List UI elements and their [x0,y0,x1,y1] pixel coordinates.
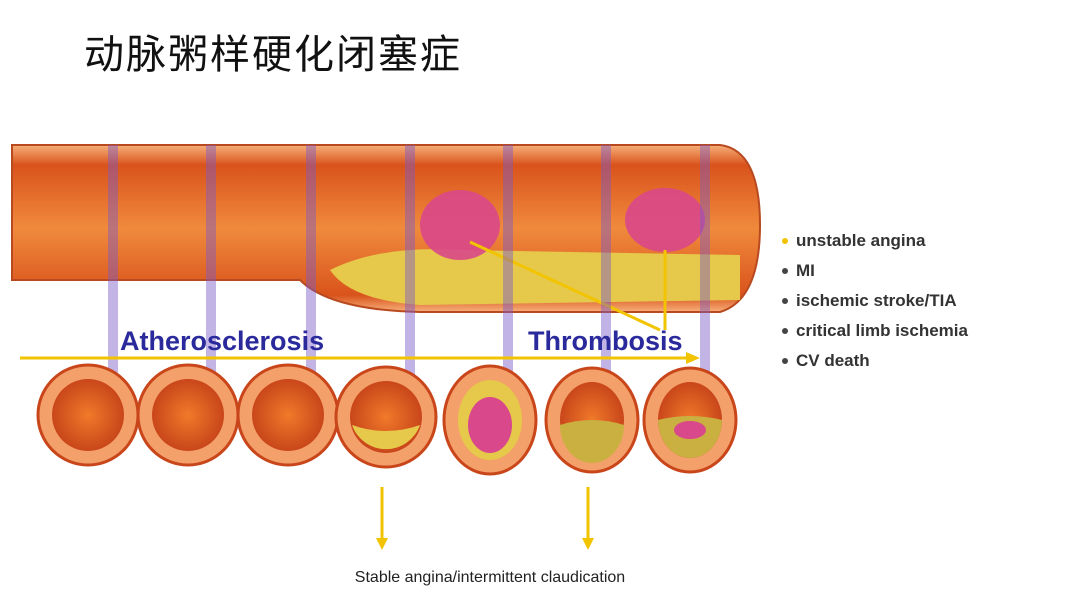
timeline-arrow [20,352,700,364]
outcome-list: unstable angina MI ischemic stroke/TIA c… [782,226,968,376]
thrombus [420,188,705,260]
outcome-item: CV death [782,346,968,376]
progression-arrows [469,240,667,332]
bottom-caption: Stable angina/intermittent claudication [354,569,626,586]
artery-longitudinal [11,144,762,332]
section-bands [108,145,710,380]
outcome-text: CV death [796,351,870,370]
outcome-text: unstable angina [796,231,926,250]
down-arrows [376,487,594,550]
cross-sections [36,363,738,476]
outcome-item: critical limb ischemia [782,316,968,346]
outcome-item: unstable angina [782,226,968,256]
outcome-text: critical limb ischemia [796,321,968,340]
atherosclerosis-label: Atherosclerosis [120,326,325,356]
thrombosis-label: Thrombosis [528,326,683,356]
plaque [330,249,740,305]
outcome-text: ischemic stroke/TIA [796,291,957,310]
bullet-icon [782,298,788,304]
outcome-item: ischemic stroke/TIA [782,286,968,316]
bullet-icon [782,268,788,274]
bullet-icon [782,358,788,364]
bullet-icon [782,328,788,334]
slide-title: 动脉粥样硬化闭塞症 [84,32,462,78]
outcome-text: MI [796,261,815,280]
outcome-item: MI [782,256,968,286]
bullet-icon [782,238,788,244]
